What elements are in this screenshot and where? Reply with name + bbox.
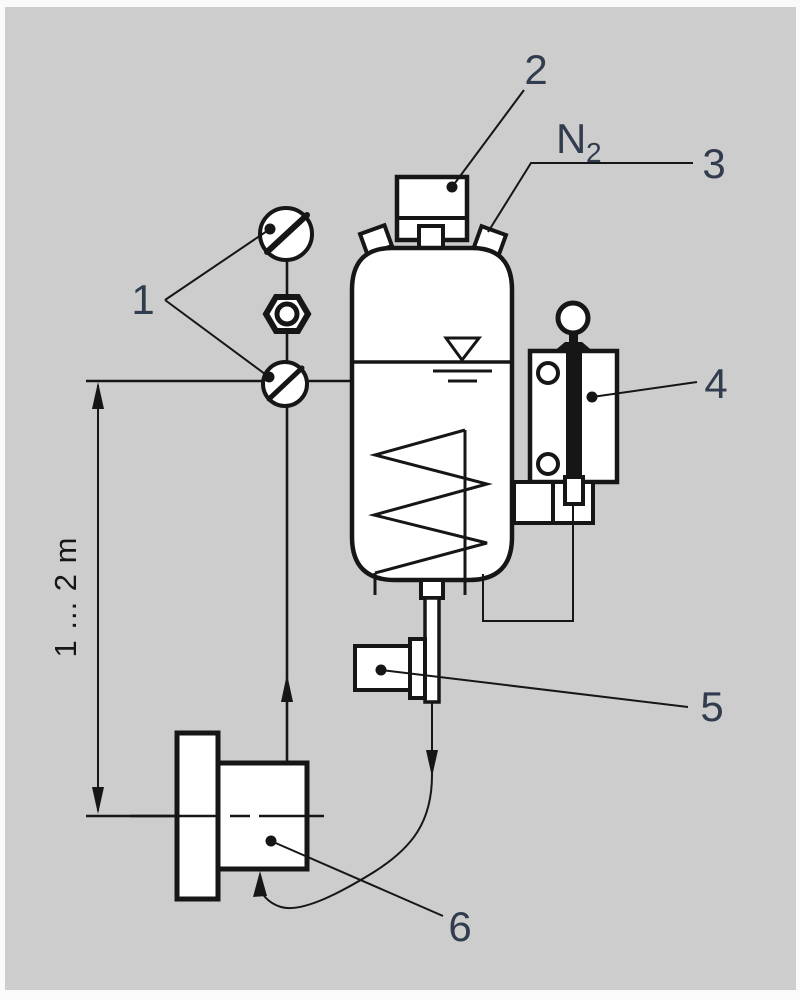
- leader-dot-1b: [263, 371, 275, 383]
- leader-5: [380, 669, 689, 708]
- heating-coil: [368, 428, 493, 575]
- nitrogen-subscript: 2: [586, 137, 602, 168]
- suction-line: [281, 258, 293, 763]
- leader-dot-1a: [264, 223, 276, 235]
- outlet-nozzle: [419, 578, 445, 600]
- nitrogen-label: N 2: [556, 115, 602, 168]
- callout-1: 1: [131, 223, 276, 383]
- flow-line-curve: [258, 774, 433, 910]
- drain-flange: [408, 637, 427, 700]
- regulator-top: [258, 206, 314, 262]
- label-1: 1: [131, 276, 154, 323]
- flow-arrow-into-pump-icon: [253, 871, 267, 897]
- gauge-float-ball: [555, 300, 591, 336]
- flow-arrow-down-icon: [426, 750, 438, 777]
- gauge-equalizing-pipe: [482, 504, 574, 622]
- label-4: 4: [704, 360, 727, 407]
- dimension-arrow-up-icon: [92, 382, 104, 409]
- drain-flow-line: [253, 702, 438, 910]
- bottom-outlet: [353, 578, 445, 704]
- dimension-label: 1 ... 2 m: [48, 537, 83, 658]
- height-dimension-indicator: 1 ... 2 m: [48, 382, 218, 818]
- leader-dot-5: [375, 664, 387, 676]
- tank-shell: [349, 245, 515, 583]
- callout-2: 2: [446, 46, 548, 193]
- sight-glass: [262, 294, 312, 334]
- leader-dot-6: [265, 835, 277, 847]
- dimension-arrow-down-icon: [92, 787, 104, 814]
- leader-1b: [164, 299, 270, 378]
- pump: [130, 730, 324, 902]
- pressure-tank: [349, 245, 515, 595]
- gauge-funnel: [552, 342, 595, 353]
- label-2: 2: [524, 46, 547, 93]
- nitrogen-symbol: N: [556, 115, 586, 162]
- regulator-bottom: [261, 360, 309, 408]
- gauge-indicator-bar: [566, 351, 582, 479]
- gauge-bolt-top-icon: [536, 361, 560, 385]
- leader-6: [270, 840, 444, 917]
- leader-4: [591, 381, 698, 398]
- callout-3: 3: [487, 140, 726, 233]
- leader-2: [451, 89, 525, 188]
- label-3: 3: [702, 140, 725, 187]
- label-5: 5: [700, 683, 723, 730]
- level-gauge: [482, 300, 620, 622]
- regulator-bottom-lever: [266, 365, 305, 402]
- label-6: 6: [448, 903, 471, 950]
- outlet-pipe: [423, 596, 441, 704]
- callout-4: 4: [586, 360, 728, 407]
- level-symbol-triangle-icon: [443, 336, 483, 363]
- callout-6: 6: [265, 835, 472, 950]
- flow-arrow-up-icon: [281, 674, 293, 702]
- callout-5: 5: [375, 664, 724, 730]
- gauge-probe: [563, 475, 585, 506]
- sight-glass-window: [274, 301, 300, 327]
- leader-1a: [164, 228, 271, 301]
- gauge-bolt-bottom-icon: [536, 452, 560, 476]
- leader-dot-4: [586, 391, 598, 403]
- gauge-stem: [569, 329, 578, 345]
- regulator-top-lever: [264, 212, 310, 255]
- leader-3: [487, 162, 693, 233]
- leader-dot-2: [446, 181, 458, 193]
